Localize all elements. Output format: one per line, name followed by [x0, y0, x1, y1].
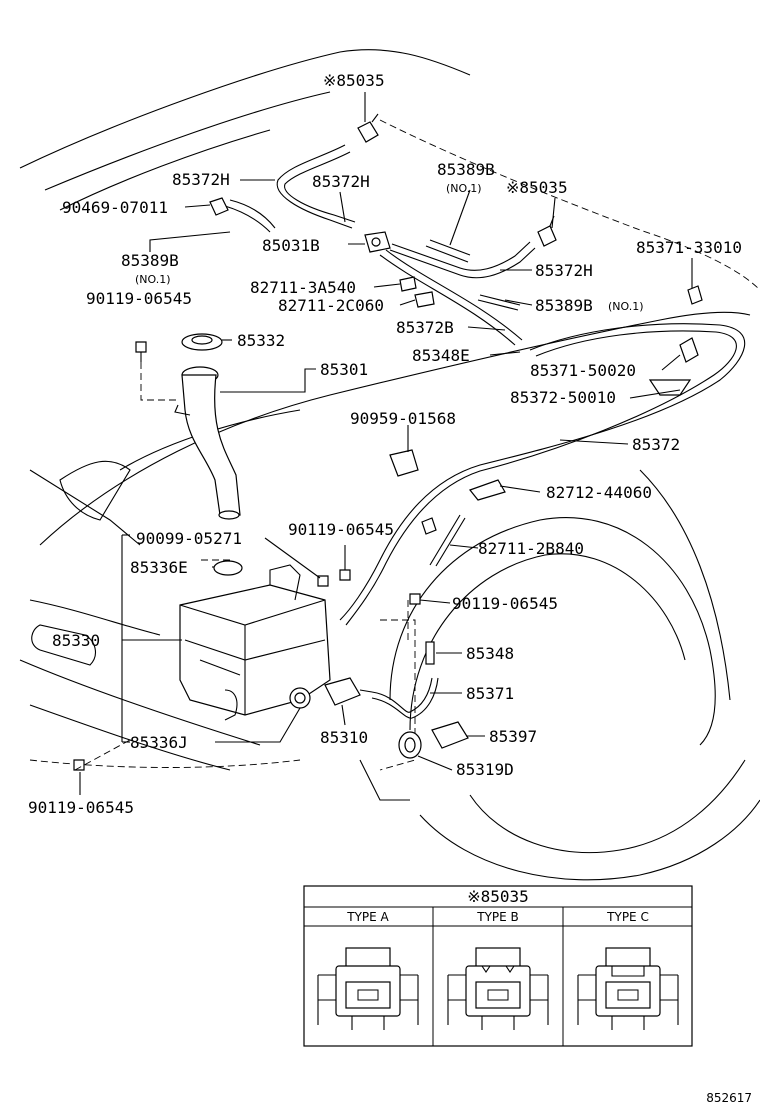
figure-id: 852617	[706, 1091, 752, 1105]
type-a-header: TYPE A	[346, 910, 389, 924]
part-labels: ※85035 85372H 85372H 85389B (NO.1) ※8503…	[28, 71, 742, 817]
leader-lines	[79, 92, 693, 795]
hose-85372	[339, 323, 746, 626]
label-90119-d: 90119-06545	[28, 798, 134, 817]
label-85371-50020: 85371-50020	[530, 361, 636, 380]
nozzle-85035-mid	[537, 215, 557, 247]
label-85336E: 85336E	[130, 558, 188, 577]
label-85389B-a: 85389B	[437, 160, 495, 179]
clamps	[209, 197, 703, 567]
label-85372H-c: 85372H	[535, 261, 593, 280]
label-85372B: 85372B	[396, 318, 454, 337]
motor-85397	[398, 721, 469, 759]
label-85371-33010: 85371-33010	[636, 238, 742, 257]
bolts	[73, 341, 421, 771]
label-85035-top: ※85035	[323, 71, 385, 90]
joint-85031B	[364, 231, 391, 253]
label-85372: 85372	[632, 435, 680, 454]
label-85348: 85348	[466, 644, 514, 663]
type-b-header: TYPE B	[476, 910, 519, 924]
label-85372-50010: 85372-50010	[510, 388, 616, 407]
label-90119-b: 90119-06545	[288, 520, 394, 539]
protector-85389B	[224, 199, 521, 311]
type-c-header: TYPE C	[606, 910, 649, 924]
nozzle-type-table: ※85035 TYPE A TYPE B TYPE C	[303, 885, 693, 1047]
label-85372H-b: 85372H	[312, 172, 370, 191]
label-85372H-a: 85372H	[172, 170, 230, 189]
label-85319D: 85319D	[456, 760, 514, 779]
type-c-nozzle-image	[577, 947, 679, 1030]
table-title: ※85035	[467, 887, 529, 906]
label-85389B-a-note: (NO.1)	[446, 182, 482, 195]
label-85389B-c: 85389B	[535, 296, 593, 315]
fender-outline	[389, 469, 760, 881]
label-85332: 85332	[237, 331, 285, 350]
cap	[181, 333, 223, 351]
label-85389B-c-note: (NO.1)	[608, 300, 644, 313]
label-85301: 85301	[320, 360, 368, 379]
label-85389B-b: 85389B	[121, 251, 179, 270]
filler-neck	[174, 366, 241, 520]
nozzle-85035-top	[357, 113, 379, 143]
label-82712: 82712-44060	[546, 483, 652, 502]
label-85348E: 85348E	[412, 346, 470, 365]
type-a-nozzle-image	[317, 947, 419, 1030]
label-85031B: 85031B	[262, 236, 320, 255]
label-82711-3A540: 82711-3A540	[250, 278, 356, 297]
label-90119-c: 90119-06545	[452, 594, 558, 613]
label-85371: 85371	[466, 684, 514, 703]
label-85330: 85330	[52, 631, 100, 650]
label-85336J: 85336J	[130, 733, 188, 752]
label-90119-a: 90119-06545	[86, 289, 192, 308]
label-85389B-b-note: (NO.1)	[135, 273, 171, 286]
type-b-nozzle-image	[447, 947, 549, 1030]
reference-lines	[74, 362, 409, 771]
label-85310: 85310	[320, 728, 368, 747]
label-90959: 90959-01568	[350, 409, 456, 428]
label-90469: 90469-07011	[62, 198, 168, 217]
label-82711-2B840: 82711-2B840	[478, 539, 584, 558]
label-90099: 90099-05271	[136, 529, 242, 548]
label-85397: 85397	[489, 727, 537, 746]
label-85035-mid: ※85035	[506, 178, 568, 197]
grommet-e	[213, 560, 243, 576]
hose-85371	[371, 641, 439, 719]
bumper-outline	[19, 599, 416, 801]
label-82711-2C060: 82711-2C060	[278, 296, 384, 315]
pump	[289, 677, 373, 709]
hose-85372H	[276, 144, 536, 346]
